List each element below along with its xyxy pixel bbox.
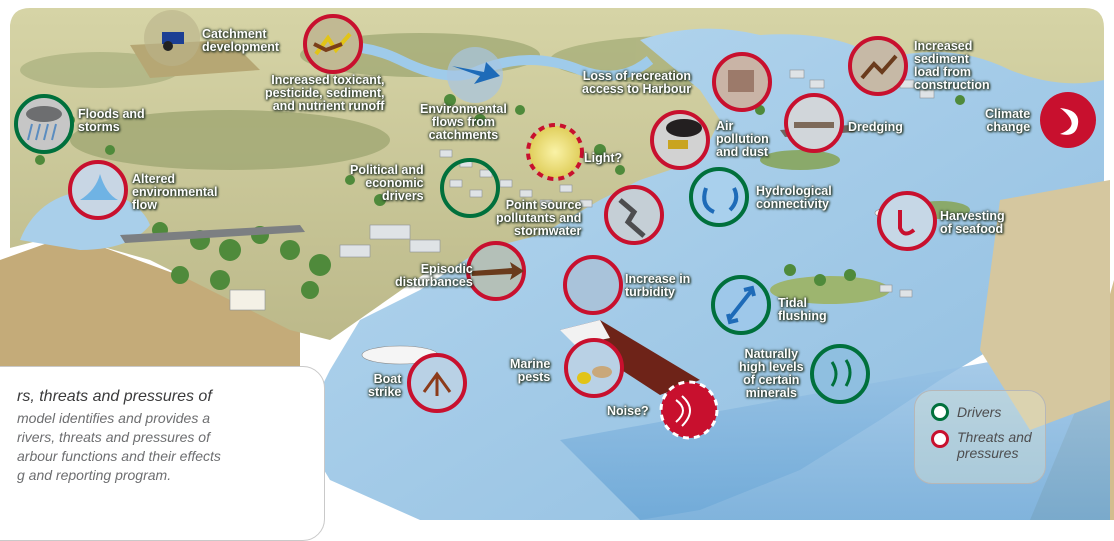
label-noise: Noise? (607, 405, 649, 418)
label-light: Light? (584, 152, 622, 165)
marine-pests-icon (566, 340, 622, 396)
natural-minerals-icon (812, 346, 868, 402)
label-loss-recreation: Loss of recreationaccess to Harbour (582, 70, 691, 96)
caption-line: model identifies and provides a (17, 409, 310, 428)
label-hydrological: Hydrologicalconnectivity (756, 185, 832, 211)
label-air-pollution: Airpollutionand dust (716, 120, 769, 159)
label-turbidity: Increase inturbidity (625, 273, 690, 299)
label-point-source: Point sourcepollutants andstormwater (496, 199, 581, 238)
label-env-flows: Environmentalflows fromcatchments (420, 103, 507, 142)
label-minerals: Naturallyhigh levelsof certainminerals (739, 348, 804, 400)
legend: Drivers Threats andpressures (914, 390, 1046, 484)
label-harvesting: Harvestingof seafood (940, 210, 1005, 236)
turbidity-icon (565, 257, 621, 313)
label-dredging: Dredging (848, 121, 903, 134)
threats-legend-icon (931, 430, 949, 448)
toxicant-runoff-icon (305, 16, 361, 72)
episodic-disturbances-icon (468, 243, 524, 299)
loss-recreation-icon (714, 54, 770, 110)
boat-strike-icon (409, 355, 465, 411)
point-source-icon (606, 187, 662, 243)
catchment-development-icon (144, 10, 200, 66)
sediment-load-icon (850, 38, 906, 94)
label-floods-storms: Floods andstorms (78, 108, 145, 134)
env-flows-icon (447, 47, 503, 103)
caption-line: arbour functions and their effects (17, 447, 310, 466)
label-boat-strike: Boatstrike (368, 373, 401, 399)
label-episodic: Episodicdisturbances (395, 263, 473, 289)
drivers-legend-icon (931, 403, 949, 421)
altered-flow-icon (70, 162, 126, 218)
label-increased-toxicant: Increased toxicant,pesticide, sediment,a… (265, 74, 384, 113)
legend-drivers-label: Drivers (957, 404, 1001, 420)
noise-icon (661, 382, 717, 438)
caption-line: g and reporting program. (17, 466, 310, 485)
label-increased-sediment: Increasedsedimentload fromconstruction (914, 40, 990, 92)
label-tidal: Tidalflushing (778, 297, 827, 323)
caption-body: model identifies and provides a rivers, … (17, 409, 310, 485)
label-catchment-development: Catchmentdevelopment (202, 28, 279, 54)
caption-title: rs, threats and pressures of (17, 387, 310, 407)
hydrological-connectivity-icon (691, 169, 747, 225)
tidal-flushing-icon (713, 277, 769, 333)
label-political-drivers: Political andeconomicdrivers (350, 164, 424, 203)
dredging-icon (786, 95, 842, 151)
legend-threats-label: Threats andpressures (957, 429, 1032, 461)
caption-box: rs, threats and pressures of model ident… (0, 366, 325, 541)
label-altered-flow: Alteredenvironmentalflow (132, 173, 217, 212)
label-climate-change: Climatechange (985, 108, 1030, 134)
climate-change-icon (1040, 92, 1096, 148)
floods-storms-icon (16, 96, 72, 152)
air-pollution-icon (652, 112, 708, 168)
harvesting-seafood-icon (879, 193, 935, 249)
label-marine-pests: Marinepests (510, 358, 550, 384)
caption-line: rivers, threats and pressures of (17, 428, 310, 447)
